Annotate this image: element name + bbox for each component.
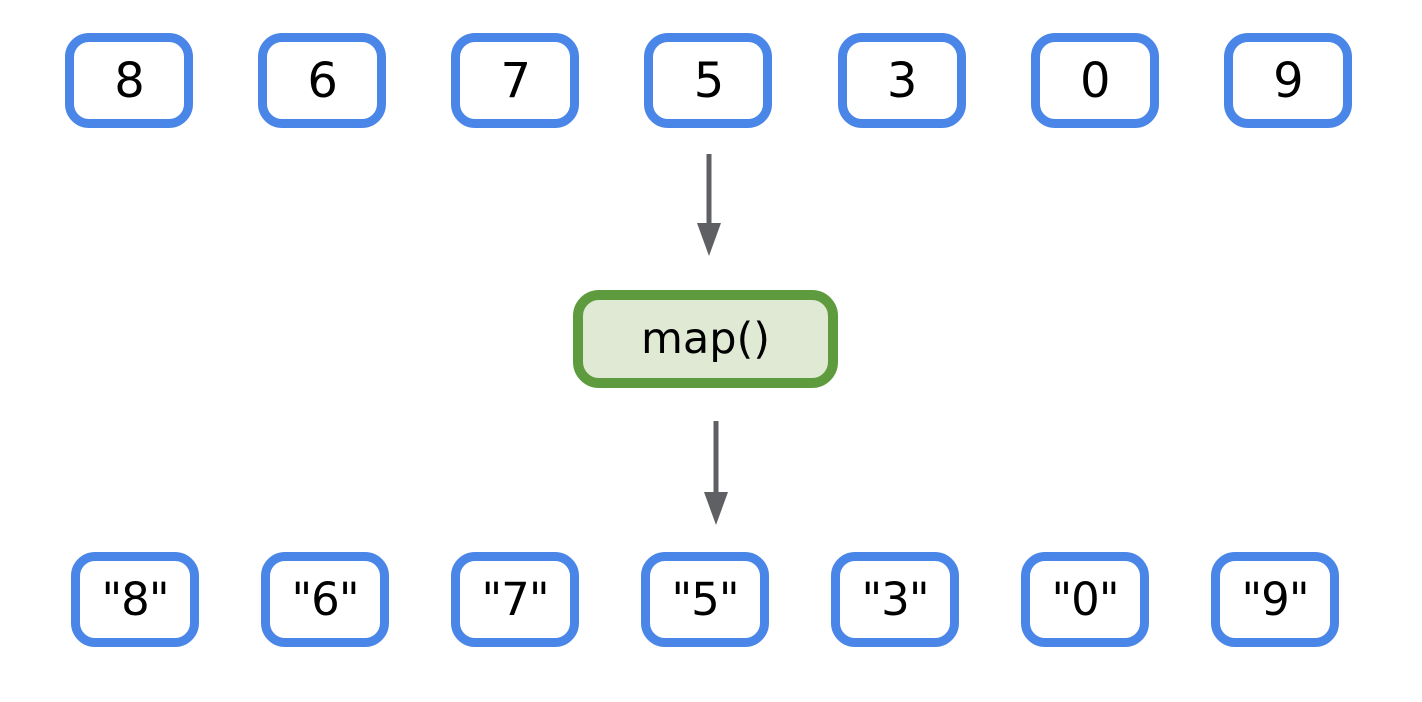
output-value: "7" <box>481 573 549 626</box>
output-box: "9" <box>1211 552 1339 647</box>
output-box: "0" <box>1021 552 1149 647</box>
input-value: 0 <box>1080 52 1111 109</box>
output-value: "6" <box>291 573 359 626</box>
output-box: "6" <box>261 552 389 647</box>
down-arrow-icon <box>697 154 721 256</box>
input-value: 6 <box>307 52 338 109</box>
input-row: 8 6 7 5 3 0 9 <box>65 33 1352 128</box>
input-box: 8 <box>65 33 193 128</box>
input-box: 0 <box>1030 33 1159 128</box>
down-arrow-icon <box>704 421 728 525</box>
output-box: "7" <box>451 552 579 647</box>
input-value: 7 <box>500 52 532 109</box>
input-box: 7 <box>451 33 580 128</box>
output-box: "3" <box>831 552 959 647</box>
output-value: "5" <box>671 573 739 626</box>
input-value: 8 <box>114 52 145 109</box>
map-function-box: map() <box>573 290 838 388</box>
input-box: 5 <box>644 33 773 128</box>
output-box: "8" <box>71 552 199 647</box>
output-value: "8" <box>101 573 169 626</box>
output-value: "3" <box>861 573 929 626</box>
output-box: "5" <box>641 552 769 647</box>
input-box: 3 <box>837 33 966 128</box>
output-value: "0" <box>1051 573 1119 626</box>
output-value: "9" <box>1241 573 1309 626</box>
map-function-label: map() <box>640 313 771 364</box>
input-box: 9 <box>1223 33 1352 128</box>
input-value: 9 <box>1273 52 1304 109</box>
output-row: "8" "6" "7" "5" "3" "0" "9" <box>71 552 1339 647</box>
input-box: 6 <box>258 33 387 128</box>
input-value: 3 <box>886 52 918 109</box>
input-value: 5 <box>693 52 725 109</box>
